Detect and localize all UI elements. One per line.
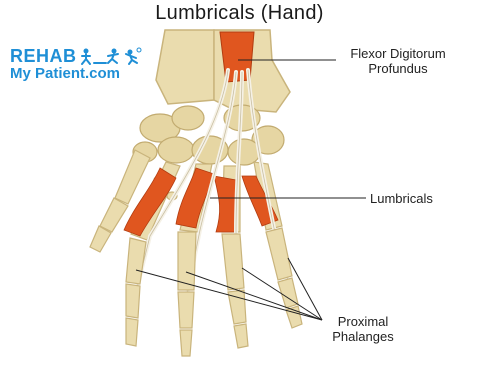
label-phalanges-line2: Phalanges bbox=[318, 329, 408, 344]
label-flexor-line2: Profundus bbox=[338, 61, 458, 76]
label-flexor-digitorum-profundus: Flexor Digitorum Profundus bbox=[338, 46, 458, 76]
label-lumbricals: Lumbricals bbox=[370, 191, 460, 206]
finger-bones bbox=[126, 228, 302, 356]
label-phalanges-line1: Proximal bbox=[318, 314, 408, 329]
label-proximal-phalanges: Proximal Phalanges bbox=[318, 314, 408, 344]
label-flexor-line1: Flexor Digitorum bbox=[338, 46, 458, 61]
